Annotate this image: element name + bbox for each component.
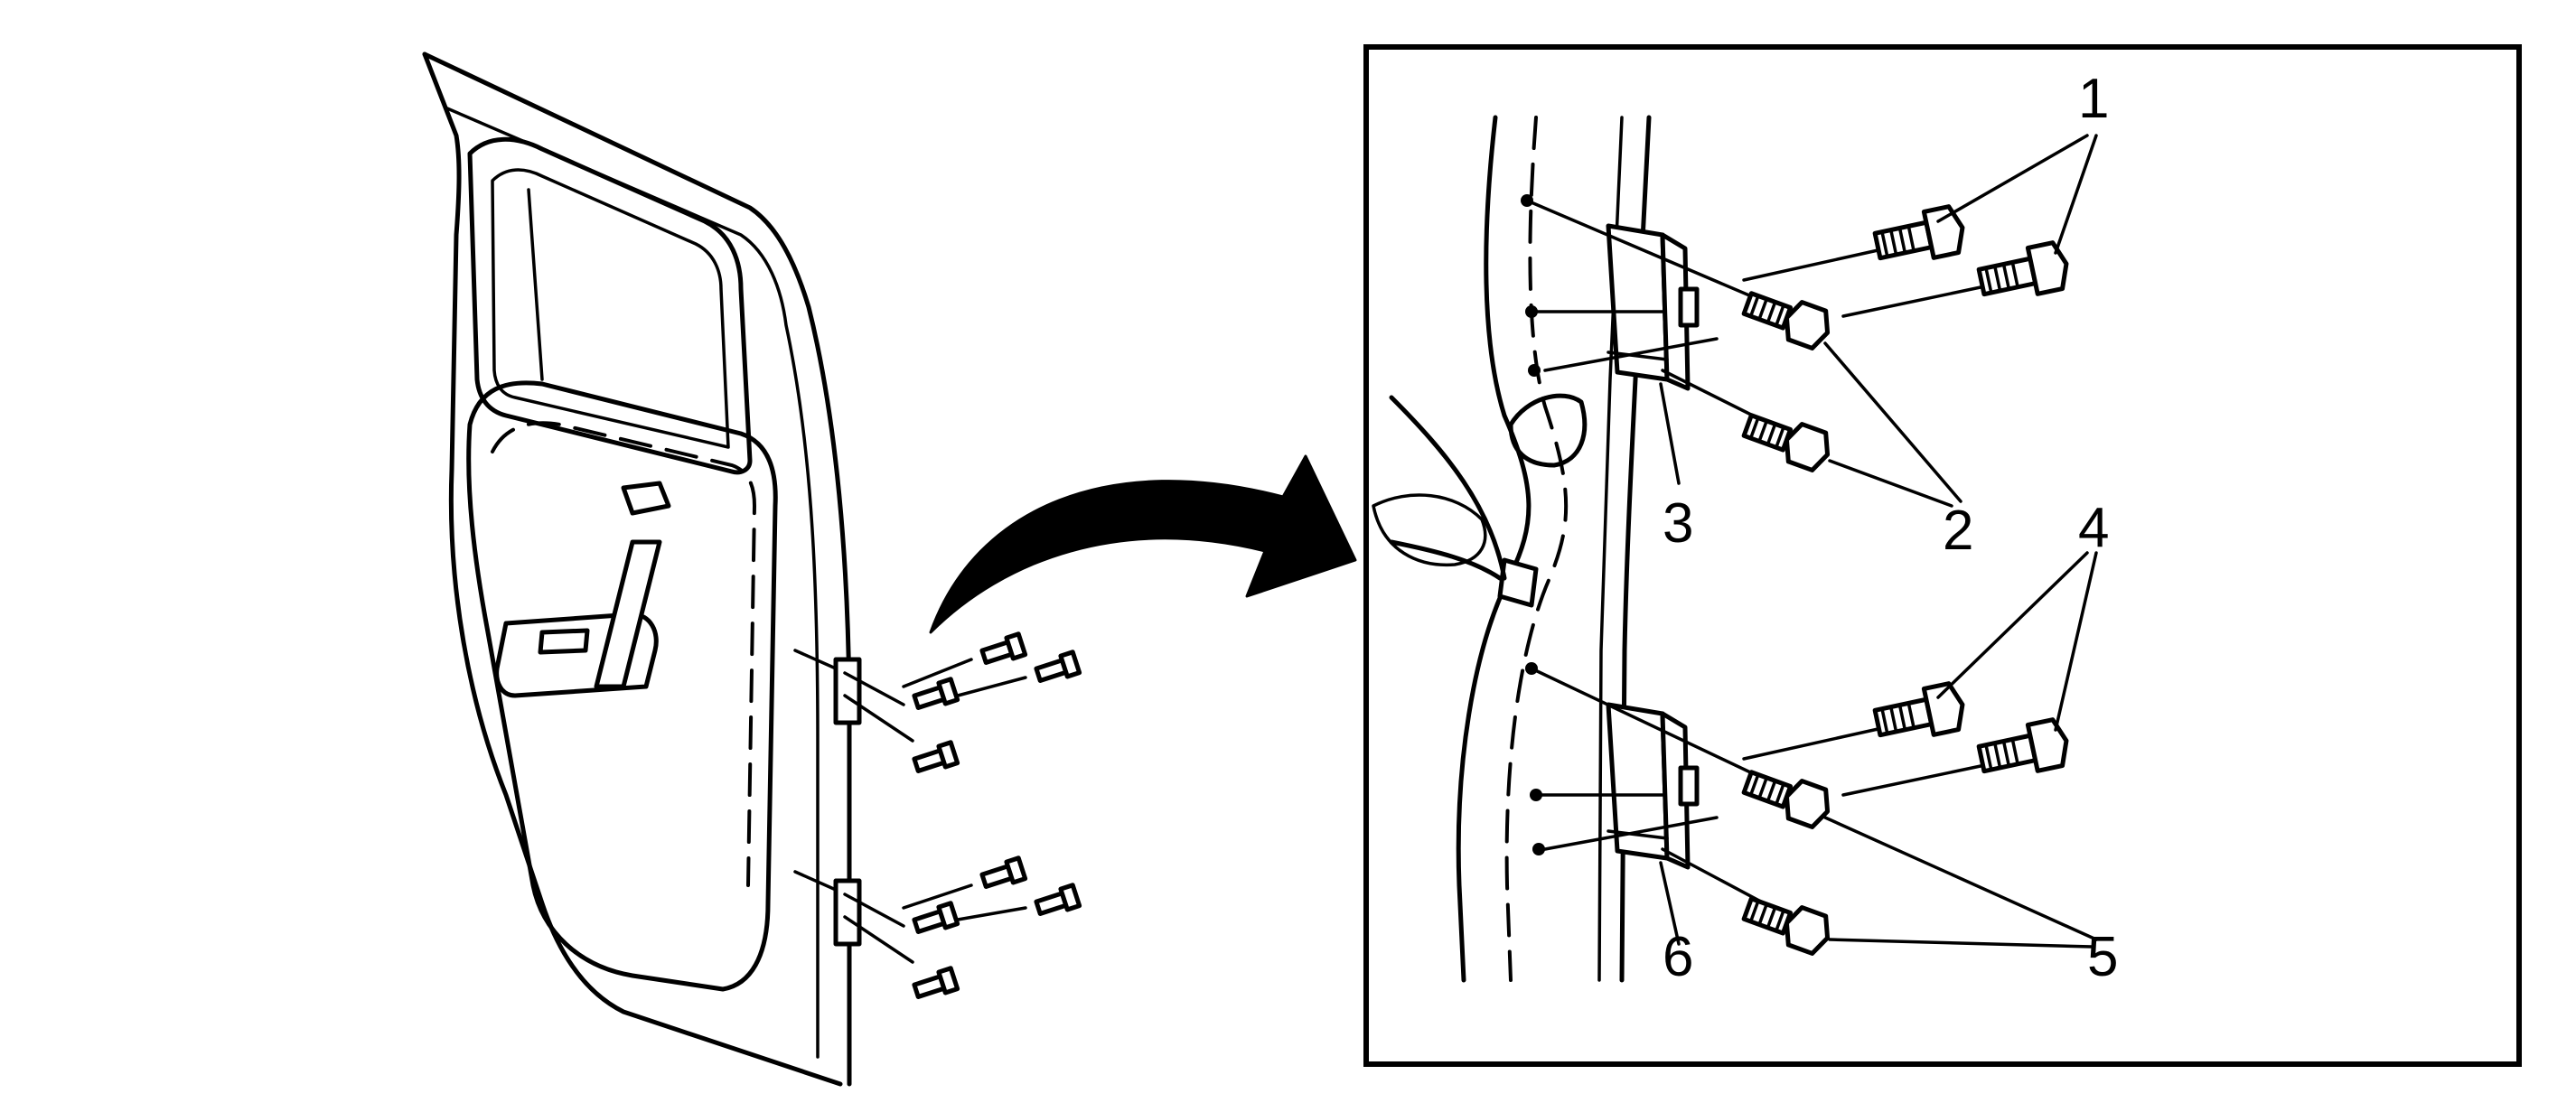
door-top-edge (422, 51, 852, 1087)
pillar-seam (1504, 116, 1569, 982)
door-inner-edge (445, 107, 820, 1059)
bolts-item-4 (1872, 681, 2069, 774)
curved-arrow-icon (929, 454, 1357, 634)
hinge-icon (833, 657, 862, 725)
lower-hinge (1606, 702, 1700, 870)
leader-lines (1659, 134, 2098, 949)
bolt-icon (1741, 770, 1831, 829)
bolts-item-1 (1872, 204, 2069, 297)
callout-5: 5 (2087, 926, 2118, 988)
bolt-icon (979, 855, 1028, 889)
wire-harness (1389, 395, 1507, 581)
bolts-item-2 (1741, 291, 1831, 472)
leader-6 (1659, 861, 1681, 946)
leader-4a (1936, 551, 2089, 699)
pillar-edge-right (1619, 115, 1652, 983)
bolt-icon (912, 740, 960, 773)
leader-2a (1823, 341, 1962, 503)
harness-connector (1372, 493, 1487, 567)
trim-panel-seam (491, 421, 757, 887)
leader-1b (2054, 134, 2098, 255)
leader-4b (2054, 551, 2098, 732)
hinge-detail-view: 1 2 3 4 5 6 (1372, 68, 2118, 988)
bolts-item-5 (1741, 770, 1831, 956)
callout-6: 6 (1663, 926, 1693, 988)
leader-2b (1828, 459, 1953, 508)
leader-5b (1828, 938, 2094, 949)
pillar-outline (1456, 115, 1532, 983)
small-bolts-lower (902, 855, 1082, 999)
bolt-icon (979, 631, 1028, 665)
door-overview (422, 51, 1082, 1087)
bolt-icon (1034, 650, 1082, 683)
leader-1a (1936, 134, 2089, 223)
door-outer-edge (422, 51, 843, 1087)
upper-hinge (1606, 223, 1700, 391)
door-handle (621, 481, 671, 516)
pillar-edge-inner (1597, 116, 1624, 982)
pull-strap (594, 539, 662, 689)
window-frame (467, 136, 753, 475)
bolt-icon (1872, 681, 1965, 738)
lower-hinge-small (793, 870, 914, 964)
wire-clip (1497, 557, 1539, 608)
armrest (494, 612, 659, 698)
callout-4: 4 (2078, 497, 2109, 559)
bolt-icon (912, 966, 960, 999)
bolt-icon (1741, 896, 1831, 956)
leader-3 (1659, 382, 1681, 485)
bolt-icon (1034, 883, 1082, 916)
small-bolts-upper (902, 631, 1082, 773)
callout-3: 3 (1663, 492, 1693, 555)
bolt-icon (1741, 413, 1831, 472)
bolt-icon (912, 901, 960, 934)
window-divider (527, 188, 544, 381)
bolt-icon (912, 677, 960, 710)
trim-panel (466, 380, 778, 992)
callout-2: 2 (1943, 500, 1973, 562)
callout-1: 1 (2078, 68, 2109, 130)
window-glass (491, 168, 730, 449)
bolt-icon (1741, 291, 1831, 351)
hinge-icon (833, 878, 862, 947)
bolt-icon (1976, 240, 2069, 297)
leader-5a (1823, 816, 2098, 941)
switch-bezel (538, 628, 590, 655)
pillar-cutout (1508, 393, 1588, 468)
bolt-icon (1976, 717, 2069, 774)
bolt-icon (1872, 204, 1965, 261)
upper-hinge-small (793, 649, 914, 743)
